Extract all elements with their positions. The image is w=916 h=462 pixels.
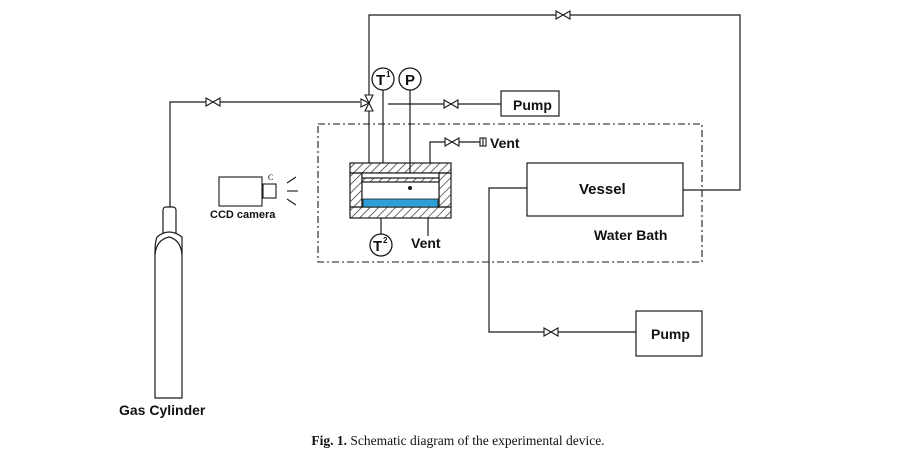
valve-pump-bottom[interactable] [543, 327, 559, 337]
valve-vent-top[interactable] [444, 137, 460, 147]
vessel-label: Vessel [579, 181, 626, 198]
water-layer [362, 198, 439, 208]
p-probe-tip [408, 186, 412, 190]
pump-top-label: Pump [513, 97, 552, 113]
vessel-box [526, 162, 684, 217]
vent-top-line [429, 141, 482, 163]
camera-mark-label: C [268, 173, 273, 182]
sensor-t2: T 2 [369, 233, 393, 257]
pump-bottom-line [488, 187, 636, 333]
figure-caption: Fig. 1. Schematic diagram of the experim… [0, 433, 916, 449]
vessel-return-line [368, 14, 741, 191]
sensor-t1-label: T [376, 72, 385, 89]
vent-bottom-label: Vent [411, 235, 441, 251]
valve-pump-top[interactable] [443, 99, 459, 109]
gas-cylinder-label: Gas Cylinder [119, 402, 206, 418]
water-bath-box [317, 123, 703, 263]
water-bath-label: Water Bath [594, 227, 667, 243]
pump-bottom-label: Pump [651, 326, 690, 342]
ccd-camera-icon [218, 176, 298, 207]
sensor-t2-sup: 2 [383, 236, 388, 245]
three-way-valve[interactable] [360, 94, 374, 112]
sensor-p-label: P [405, 72, 415, 89]
sensor-p: P [398, 67, 422, 91]
gas-cylinder [154, 206, 183, 399]
sensor-t1-sup: 1 [386, 70, 391, 79]
vent-nozzle-icon [479, 137, 487, 147]
vent-top-label: Vent [490, 135, 520, 151]
caption-prefix: Fig. 1. [311, 433, 348, 448]
valve-gas-line[interactable] [205, 97, 221, 107]
pump-bottom-box [635, 310, 703, 357]
caption-text: Schematic diagram of the experimental de… [350, 433, 605, 448]
valve-vessel-loop[interactable] [555, 10, 571, 20]
sensor-t1: T 1 [371, 67, 395, 91]
sensor-t2-label: T [373, 238, 382, 255]
pump-top-box [500, 90, 560, 117]
reactor-cell [349, 162, 452, 219]
ccd-camera-label: CCD camera [210, 209, 276, 221]
gas-supply-line [169, 101, 360, 208]
